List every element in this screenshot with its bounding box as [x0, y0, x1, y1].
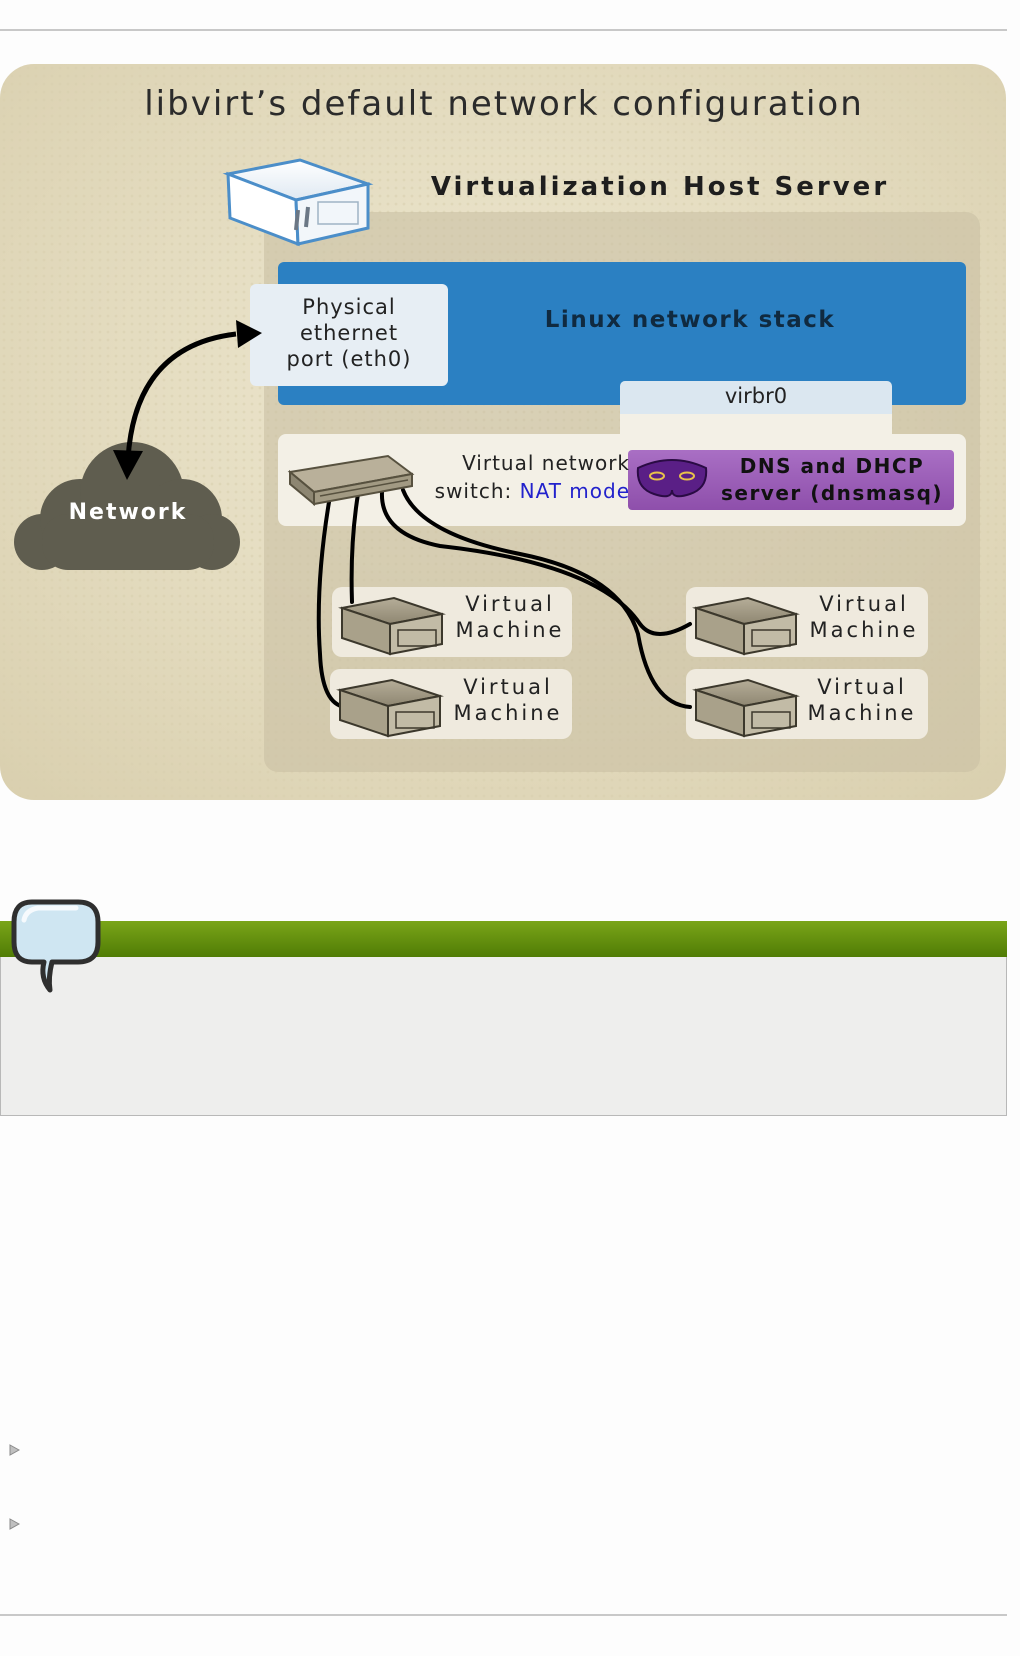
vm-server-icon-3	[336, 678, 444, 738]
bullet-arrow-icon	[9, 1518, 20, 1530]
switch-label: Virtual network switch: NAT mode	[434, 451, 630, 503]
virbr0-label: virbr0	[724, 384, 788, 408]
note-header-bar	[0, 921, 1007, 957]
mask-icon	[636, 459, 708, 498]
switch-icon	[287, 454, 415, 507]
bullet-arrow-icon	[9, 1444, 20, 1456]
linux-stack-box	[278, 262, 966, 405]
bottom-divider	[0, 1614, 1007, 1616]
network-diagram: libvirt’s default network configuration …	[0, 64, 1008, 802]
dns-label: DNS and DHCP server (dnsmasq)	[720, 454, 944, 505]
network-label: Network	[68, 500, 188, 525]
connection-arrow	[113, 320, 262, 480]
vm-server-icon-4	[692, 678, 800, 738]
nat-mode-label: NAT mode	[519, 479, 630, 503]
diagram-title: libvirt’s default network configuration	[144, 84, 864, 124]
top-divider	[0, 29, 1007, 31]
physical-port-box	[250, 284, 448, 386]
speech-bubble-icon	[11, 899, 101, 993]
vm-server-icon-2	[692, 596, 800, 656]
physical-port-label: Physical ethernet port (eth0)	[286, 295, 412, 371]
host-server-label: Virtualization Host Server	[430, 172, 890, 202]
server-icon	[222, 158, 374, 247]
cloud-icon	[14, 442, 240, 570]
note-body	[0, 957, 1007, 1116]
vm-server-icon-1	[338, 596, 446, 656]
linux-stack-label: Linux network stack	[544, 307, 836, 333]
dns-box	[628, 450, 954, 510]
